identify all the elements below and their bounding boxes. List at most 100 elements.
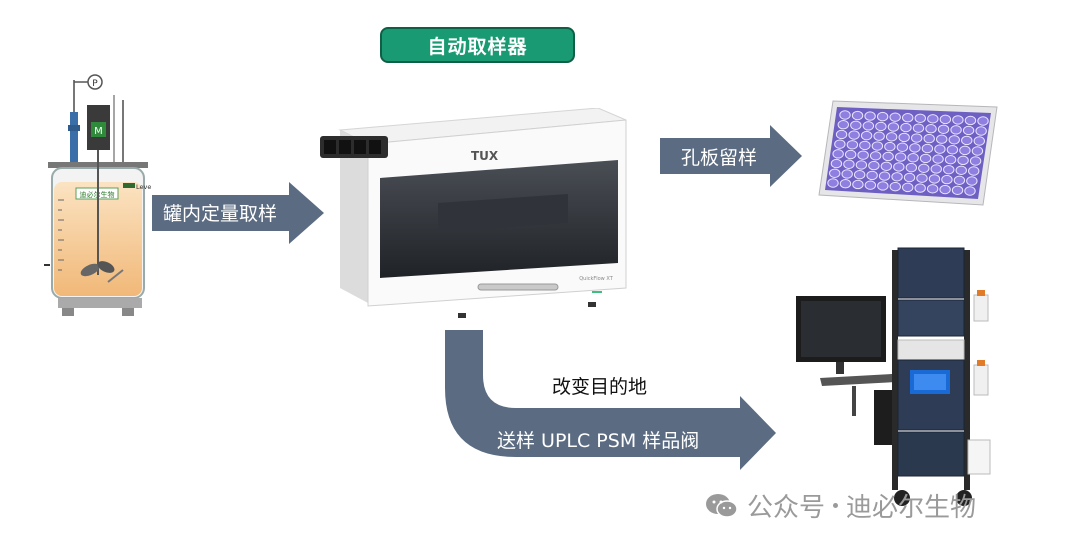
well <box>889 181 901 192</box>
well <box>860 130 873 141</box>
well <box>912 123 925 133</box>
well <box>939 184 951 195</box>
arrow-label-tank: 罐内定量取样 <box>163 203 278 225</box>
well <box>829 168 841 178</box>
well <box>903 172 916 183</box>
well <box>830 158 843 169</box>
well <box>864 180 877 190</box>
well <box>875 121 887 132</box>
well <box>889 112 901 122</box>
well <box>914 183 926 193</box>
well <box>853 169 866 180</box>
well <box>934 144 946 154</box>
well <box>977 116 989 126</box>
well <box>923 133 935 144</box>
well <box>939 114 952 125</box>
well <box>910 133 923 143</box>
well <box>921 143 934 154</box>
well <box>955 165 967 176</box>
arrow-label-destination: 改变目的地 <box>552 376 648 398</box>
well <box>962 125 975 136</box>
well <box>969 156 982 166</box>
well <box>893 162 905 172</box>
well <box>827 178 839 188</box>
well <box>950 125 962 135</box>
well <box>855 160 868 170</box>
well <box>928 174 941 184</box>
well <box>973 136 985 146</box>
device-brand: TUX <box>471 149 499 163</box>
well <box>884 141 896 152</box>
watermark: 公众号 迪必尔生物 <box>705 487 976 524</box>
well <box>936 134 948 144</box>
well <box>891 172 903 182</box>
well <box>837 120 849 130</box>
well <box>896 142 909 152</box>
well <box>898 132 910 143</box>
well <box>850 120 862 130</box>
well <box>902 113 914 123</box>
well <box>966 176 978 186</box>
well <box>902 182 914 193</box>
well-grid <box>827 110 989 196</box>
well <box>869 151 882 161</box>
arrow-tank-to-sampler <box>152 182 324 244</box>
well <box>887 122 900 132</box>
well <box>971 146 984 156</box>
well <box>862 121 875 131</box>
arrow-sampler-to-plate <box>660 125 802 187</box>
well <box>871 141 884 151</box>
well <box>868 160 880 171</box>
well <box>835 129 848 140</box>
well <box>925 124 937 134</box>
title-text: 自动取样器 <box>427 35 528 58</box>
well <box>975 126 987 136</box>
well-plate <box>818 100 998 206</box>
well <box>885 132 898 142</box>
well <box>959 145 971 156</box>
well <box>876 111 889 122</box>
well <box>909 143 921 153</box>
level-label: Leve <box>136 183 151 191</box>
device-model: QuickFlow XT <box>579 276 613 282</box>
well <box>919 153 932 164</box>
well <box>916 173 928 183</box>
well <box>907 153 919 163</box>
well <box>880 161 893 171</box>
well <box>930 164 942 174</box>
well <box>953 175 966 185</box>
well <box>914 113 926 123</box>
title-badge: 自动取样器 <box>380 27 575 63</box>
well <box>941 174 953 185</box>
motor-label: M <box>94 126 103 137</box>
well <box>905 162 918 173</box>
arrow-label-plate: 孔板留样 <box>681 147 758 169</box>
well <box>873 131 885 141</box>
bioreactor: P M 迪必尔生物 Leve <box>44 74 151 316</box>
well <box>882 151 894 162</box>
arrow-sampler-to-uplc <box>445 330 776 470</box>
well <box>857 150 869 160</box>
well <box>951 185 964 195</box>
well <box>948 135 960 145</box>
autosampler-device: TUX QuickFlow XT <box>320 108 627 318</box>
well <box>900 122 912 133</box>
well <box>859 140 871 151</box>
well <box>878 171 891 181</box>
well <box>932 154 944 164</box>
well <box>944 155 957 165</box>
well <box>841 169 853 179</box>
well <box>832 149 844 159</box>
wechat-icon <box>706 493 738 518</box>
well <box>952 115 964 125</box>
well <box>964 186 976 196</box>
watermark-name: 迪必尔生物 <box>846 493 977 523</box>
well <box>957 155 969 166</box>
well <box>894 152 907 162</box>
well <box>961 135 973 146</box>
well <box>918 163 930 173</box>
uplc-instrument <box>796 247 991 506</box>
well <box>839 110 851 120</box>
pulley-label: P <box>92 79 98 89</box>
well <box>839 179 852 189</box>
